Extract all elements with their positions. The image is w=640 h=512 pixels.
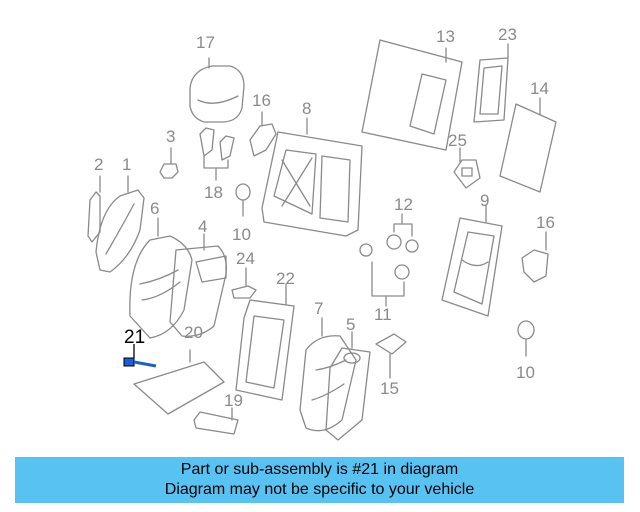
callout-6: 6 <box>150 199 160 218</box>
callout-16-bottom: 16 <box>536 213 555 232</box>
clips-part-12 <box>386 213 419 253</box>
seatback-cover-part-6 <box>129 217 193 339</box>
callout-11: 11 <box>374 305 392 324</box>
callout-8: 8 <box>302 99 312 118</box>
cushion-part-20 <box>133 349 225 415</box>
clip-part-16-bottom <box>521 231 549 283</box>
callout-15: 15 <box>380 379 399 398</box>
clip-part-16-top <box>249 111 277 157</box>
button-part-10-top <box>235 183 251 217</box>
callout-25: 25 <box>448 131 467 150</box>
callout-5: 5 <box>346 315 356 334</box>
headrest-part-17 <box>189 57 245 123</box>
bolt-part-21-highlighted <box>123 344 157 368</box>
banner-line-disclaimer: Diagram may not be specific to your vehi… <box>164 481 475 498</box>
callout-17: 17 <box>196 33 215 52</box>
callout-2: 2 <box>94 155 104 174</box>
cover-part-15 <box>375 333 407 379</box>
side-panel-part-1 <box>95 175 145 273</box>
seat-cover-part-7 <box>299 317 357 432</box>
bolt-part-24 <box>231 267 257 299</box>
parts-diagram <box>87 39 557 441</box>
callout-14: 14 <box>530 79 549 98</box>
panel-part-23 <box>473 43 509 123</box>
info-banner: Part or sub-assembly is #21 in diagram D… <box>15 457 624 503</box>
callout-13: 13 <box>436 27 455 46</box>
seatback-frame-part-9 <box>441 205 503 317</box>
panel-part-22 <box>235 283 295 401</box>
guides-part-18 <box>199 127 235 181</box>
callout-9: 9 <box>480 191 490 210</box>
clips-part-11 <box>359 243 410 307</box>
seat-cushion-part-5 <box>325 331 371 441</box>
seatback-frame-part-8 <box>261 117 363 237</box>
callout-24: 24 <box>236 249 255 268</box>
callout-16: 16 <box>252 91 271 110</box>
trim-part-19 <box>193 407 239 435</box>
callout-7: 7 <box>314 299 324 318</box>
latch-part-25 <box>453 147 481 189</box>
callout-22: 22 <box>276 269 295 288</box>
callout-12: 12 <box>394 195 413 214</box>
callout-23: 23 <box>498 25 517 44</box>
callout-20: 20 <box>184 323 203 342</box>
callout-4: 4 <box>198 217 208 236</box>
callout-3: 3 <box>166 127 176 146</box>
panel-part-13 <box>361 39 463 151</box>
bracket-part-3 <box>159 147 179 179</box>
panel-part-14 <box>499 97 557 193</box>
seatback-part-4 <box>169 233 227 337</box>
button-part-10-bottom <box>517 320 535 357</box>
callout-1: 1 <box>122 155 132 174</box>
callout-10-bottom: 10 <box>516 363 535 382</box>
callout-19: 19 <box>224 391 243 410</box>
trim-strip-part-2 <box>87 175 101 243</box>
banner-line-part-number: Part or sub-assembly is #21 in diagram <box>180 461 459 478</box>
callout-21-highlighted: 21 <box>124 327 146 348</box>
callout-10-top: 10 <box>232 225 251 244</box>
callout-18: 18 <box>204 183 223 202</box>
